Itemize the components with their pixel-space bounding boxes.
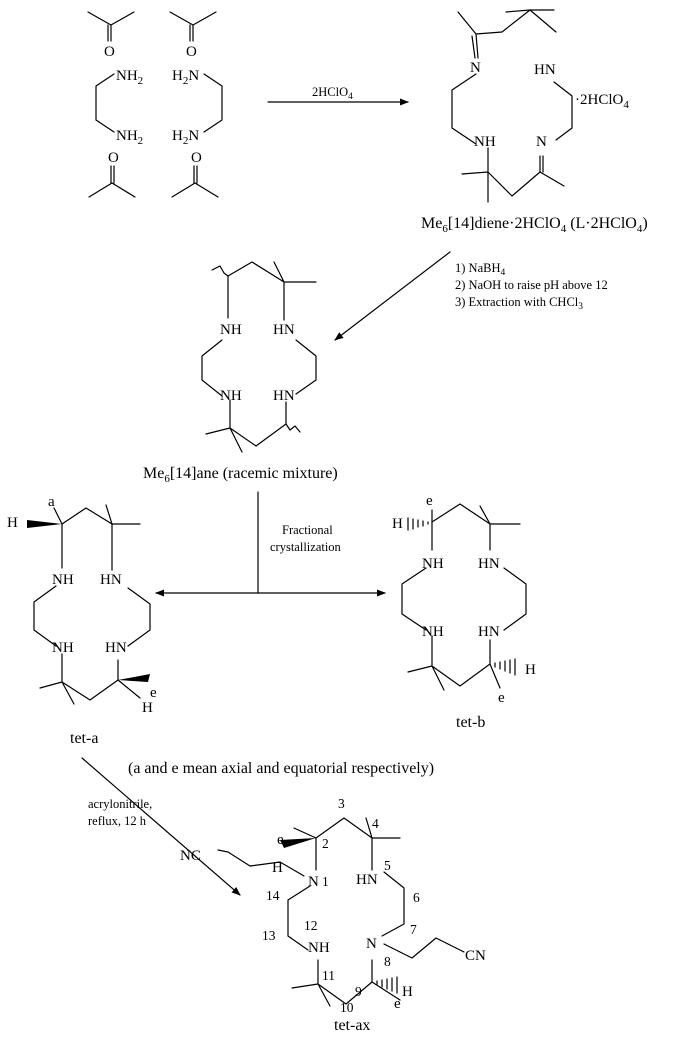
wedge-bond: [118, 674, 150, 682]
tet-b-caption: tet-b: [456, 714, 485, 731]
oxygen-label: O: [104, 44, 115, 60]
locant: 13: [262, 928, 276, 943]
oxygen-label: O: [191, 150, 202, 166]
equatorial-label: e: [426, 493, 433, 509]
tet-ax-caption: tet-ax: [334, 1017, 370, 1034]
acetone-top-left: O: [87, 11, 135, 60]
hashed-bond: [376, 976, 398, 994]
locant: 9: [355, 984, 362, 999]
oxygen-label: O: [186, 44, 197, 60]
reagent-step-1: 1) NaBH4: [455, 261, 505, 278]
locant: 6: [413, 890, 420, 905]
hashed-bond: [494, 658, 516, 676]
oxygen-label: O: [108, 150, 119, 166]
separation-label-2: crystallization: [270, 540, 342, 554]
locant: 3: [338, 796, 345, 811]
salt-label: ·2HClO4: [575, 92, 629, 111]
axial-label: a: [48, 494, 55, 510]
equatorial-label: e: [150, 685, 157, 701]
hydrogen-label: H: [7, 515, 18, 531]
amine-hn: HN: [105, 640, 127, 656]
amine-nh: NH: [422, 556, 444, 572]
locant: 5: [384, 858, 391, 873]
amine-label: NH2: [116, 68, 143, 87]
equatorial-label: e: [498, 690, 505, 706]
amine-label: NH2: [116, 128, 143, 147]
ethylenediamine-right: H2N H2N: [172, 68, 223, 147]
diene-caption: Me6[14]diene·2HClO4 (L·2HClO4): [421, 215, 648, 235]
nitrile-label: CN: [465, 948, 486, 964]
amine-hn: HN: [478, 556, 500, 572]
reagent-acrylonitrile: acrylonitrile,: [88, 797, 152, 811]
reagent-step-3: 3) Extraction with CHCl3: [455, 295, 583, 312]
separation-label-1: Fractional: [282, 523, 333, 537]
reactants: O O NH2 NH2 H2N H2N O O: [87, 11, 223, 198]
locant: 8: [384, 954, 391, 969]
arrow-condensation: 2HClO4: [267, 85, 409, 106]
ethylenediamine-left: NH2 NH2: [95, 68, 143, 147]
diene-macrocycle: N HN NH N ·2HClO4 Me6[14]diene·2HClO4 (L…: [421, 9, 648, 235]
amine-nh: NH: [220, 388, 242, 404]
amine-label: H2N: [172, 68, 199, 87]
acetone-bottom-left: O: [88, 150, 136, 198]
arrow-reduction: 1) NaBH4 2) NaOH to raise pH above 12 3)…: [334, 251, 608, 341]
ane-caption: Me6[14]ane (racemic mixture): [143, 465, 338, 485]
ane-macrocycle: NH HN NH HN Me6[14]ane (racemic mixture): [143, 261, 338, 485]
arrow-fractional-crystallization: Fractional crystallization: [155, 491, 386, 597]
tertiary-amine-n: N: [366, 936, 377, 952]
locant: 2: [322, 836, 329, 851]
reagent-perchloric-acid: 2HClO4: [312, 85, 353, 102]
amine-label: H2N: [172, 128, 199, 147]
amine-hn: HN: [534, 62, 556, 78]
locant: 7: [410, 922, 417, 937]
stereo-footnote: (a and e mean axial and equatorial respe…: [128, 760, 434, 777]
amine-hn: HN: [356, 872, 378, 888]
hydrogen-label: H: [402, 984, 413, 1000]
locant: 4: [372, 816, 379, 831]
wedge-bond: [280, 838, 316, 848]
amine-nh: NH: [308, 940, 330, 956]
amine-nh: NH: [52, 572, 74, 588]
tet-ax-structure: NC CN e H N HN NH N e H tet-ax 1 2 3 4 5…: [180, 796, 486, 1034]
locant: 1: [322, 874, 329, 889]
tet-b-structure: H e NH HN NH HN H e tet-b: [392, 493, 536, 731]
tet-a-structure: H a NH HN NH HN e H tet-a: [7, 494, 157, 747]
amine-hn: HN: [273, 322, 295, 338]
tet-a-caption: tet-a: [70, 730, 98, 747]
acetone-bottom-right: O: [171, 150, 219, 198]
amine-nh: NH: [52, 640, 74, 656]
hydrogen-label: H: [525, 662, 536, 678]
acetone-top-right: O: [169, 11, 217, 60]
locant: 12: [304, 918, 318, 933]
locant: 14: [266, 888, 280, 903]
equatorial-label: e: [394, 996, 401, 1012]
amine-nh: NH: [422, 624, 444, 640]
locant: 11: [322, 968, 335, 983]
locant: 10: [340, 1000, 354, 1015]
arrow-cyanoethylation: acrylonitrile, reflux, 12 h: [81, 757, 241, 896]
amine-hn: HN: [273, 388, 295, 404]
reaction-conditions: reflux, 12 h: [88, 814, 147, 828]
hydrogen-label: H: [392, 516, 403, 532]
hydrogen-label: H: [272, 860, 283, 876]
nitrile-label: NC: [180, 848, 201, 864]
hydrogen-label: H: [142, 700, 153, 716]
amine-hn: HN: [100, 572, 122, 588]
hashed-bond: [407, 517, 429, 531]
imine-nitrogen: N: [470, 60, 481, 76]
wedge-bond: [27, 520, 62, 528]
equatorial-label: e: [277, 832, 284, 848]
amine-nh: NH: [220, 322, 242, 338]
tertiary-amine-n: N: [308, 874, 319, 890]
imine-nitrogen: N: [536, 134, 547, 150]
reagent-step-2: 2) NaOH to raise pH above 12: [455, 278, 608, 292]
amine-nh: NH: [474, 134, 496, 150]
amine-hn: HN: [478, 624, 500, 640]
